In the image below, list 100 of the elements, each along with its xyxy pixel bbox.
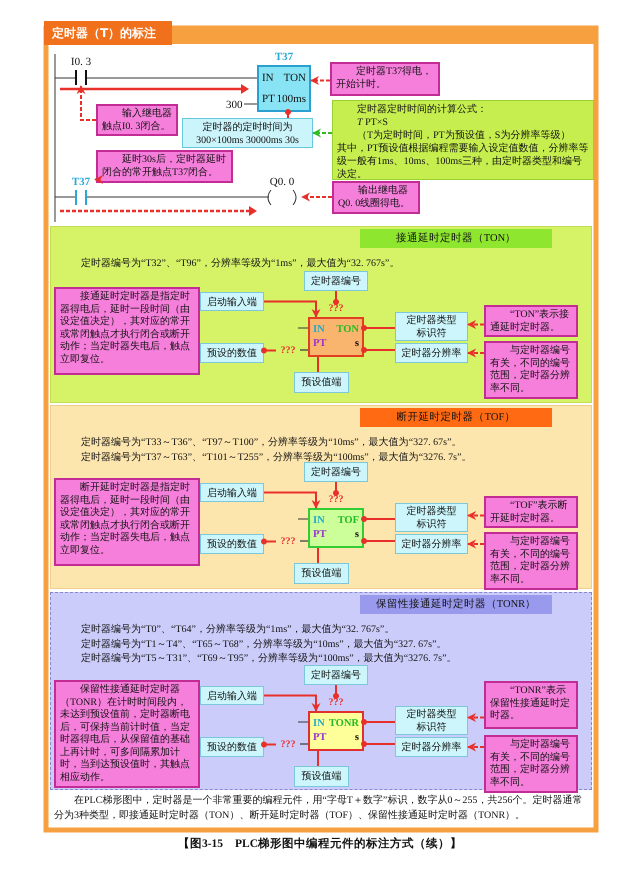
label-box: 启动输入端 [200,686,264,705]
connector-line [261,538,276,544]
port-label: IN [313,717,325,731]
section-header: 断开延时定时器（TOF） [360,408,552,427]
placeholder-text: ??? [324,493,348,506]
dashed-arrow [312,128,332,138]
callout-note: “TON”表示接通延时定时器。 [484,305,578,337]
section-panel [50,592,592,790]
placeholder-text: ??? [324,302,348,315]
label-box: 预设值端 [294,372,349,393]
placeholder-text: ??? [276,535,300,548]
coil-label: Q0. 0 [268,176,296,188]
connector-line [333,291,339,305]
label-box: 定时器分辨率 [395,534,468,554]
label-box: 定时器编号 [304,271,368,291]
port-label: IN [313,514,325,528]
callout-note: 与定时器编号有关，不同的编号范围，定时器分辨率不同。 [484,532,578,590]
port-label: 100ms [276,92,306,106]
connector-line [300,540,308,542]
callout-note: 保留性接通延时定时器（TONR）在计时时间段内，未达到预设值前，定时器断电后，可保持当前计时值，当定时器得电后，从保留值的基础上再计时，可多间隔累加计时，当到达预设值时，其触点相应动作。 [54,680,200,788]
port-label: TON [284,71,306,86]
label-box: 定时器类型标识符 [395,503,468,532]
port-label: TONR [328,717,359,731]
label-box: 预设值端 [294,766,349,787]
description-text: 定时器编号为“T1～T4”、“T65～T68”，分辨率等级为“10ms”，最大值为“327. 67s”。 [81,638,447,652]
description-text: 定时器编号为“T33～T36”、“T97～T100”，分辨率等级为“10ms”，最大值为“327. 67s”。 [81,436,462,450]
label-box: 定时器的定时时间为 300×100ms 30000ms 30s [182,118,313,148]
label-box: 定时器分辨率 [395,343,468,363]
callout-note: 断开延时定时器是指定时器得电后，延时一段时间（由设定值决定），其对应的常开或常闭触点才执行闭合或断开动作；当定时器失电后，触点立即复位。 [54,478,200,566]
connector-line [361,538,395,544]
dashed-arrow [467,348,484,358]
label-box: 定时器编号 [304,462,368,482]
section-header: 接通延时定时器（TON） [360,229,552,248]
label-box: 定时器分辨率 [395,737,468,757]
connector-line [361,347,395,353]
connector-line [264,300,320,318]
callout-note: 与定时器编号有关，不同的编号范围，定时器分辨率不同。 [484,341,578,399]
connector-line [361,719,395,725]
value-label: 300 [226,98,242,113]
section-panel [50,405,592,589]
placeholder-text: ??? [276,344,300,357]
port-label: PT [313,528,326,542]
port-label: TON [336,323,359,337]
description-text: 定时器编号为“T5～T31”、“T69～T95”，分辨率等级为“100ms”，最大值为“3276. 7s”。 [81,652,457,666]
connector-line [317,357,319,372]
contact-label: T37 [70,176,92,188]
dashed-arrow [310,76,330,85]
connector-line [361,325,395,331]
label-box: 定时器类型标识符 [395,706,468,735]
connector-line [317,751,319,766]
connector-line [300,743,308,745]
callout-note: 输入继电器触点I0. 3闭合。 [96,104,178,136]
body-paragraph: 在PLC梯形图中，定时器是一个非常重要的编程元件，用“字母T＋数字”标识，数字从0～255，共256个。定时器通常分为3种类型，即接通延时定时器（TON）、断开延时定时器（TOF）、保留性接通延时定时器（TONR）。 [54,794,584,822]
dashed-arrow [467,320,484,329]
callout-note: “TOF”表示断开延时定时器。 [484,496,578,528]
connector-line [264,492,320,509]
label-box: 定时器编号 [304,665,368,685]
port-label: PT [313,731,326,745]
port-label: s [354,731,359,745]
connector-line [261,348,276,354]
description-text: 定时器编号为“T0”、“T64”，分辨率等级为“1ms”，最大值为“32. 767s”。 [81,623,394,637]
port-label: IN [313,323,325,337]
placeholder-text: ??? [276,738,300,751]
port-label: PT [313,337,326,351]
formula-text: （T为定时时间，PT为预设值，S为分辨率等级） [356,129,572,142]
timer-block [308,508,364,548]
label-box: 预设的数值 [200,737,264,757]
formula-text: 定时器定时时间的计算公式： [356,103,488,116]
dashed-arrow [467,742,484,752]
connector-line [300,349,308,351]
formula-note [332,100,594,180]
timer-name: T37 [274,50,294,64]
label-box: 预设值端 [294,563,349,584]
label-box: 启动输入端 [200,292,264,311]
connector-line [361,741,395,747]
label-box: 定时器类型标识符 [395,312,468,341]
placeholder-text: ??? [324,696,348,709]
callout-note: 延时30s后，定时器延时闭合的常开触点T37闭合。 [96,150,233,183]
dashed-arrow [76,85,96,121]
description-text: 定时器编号为“T32”、“T96”，分辨率等级为“1ms”，最大值为“32. 767s”。 [81,257,400,271]
port-label: IN [262,71,274,86]
dashed-arrow [94,175,104,184]
description-text: 定时器编号为“T37～T63”、“T101～T255”，分辨率等级为“100ms”，最大值为“3276. 7s”。 [81,450,472,464]
dashed-arrow [467,540,484,548]
connector-line [361,516,395,522]
label-box: 预设的数值 [200,534,264,554]
connector-line [264,694,320,712]
port-label: TOF [338,514,359,528]
title-tab: 定时器（T）的标注 [44,21,172,45]
connector-line [333,482,339,496]
dashed-arrow [301,192,332,202]
label-box: 预设的数值 [200,343,264,363]
label-box: 启动输入端 [200,483,264,502]
callout-note: 定时器T37得电，开始计时。 [330,62,440,96]
formula-text: T PT×S [356,116,389,129]
connector-line [333,685,339,699]
dashed-arrow [467,713,484,722]
callout-note: 输出继电器Q0. 0线圈得电。 [332,181,420,214]
section-header: 保留性接通延时定时器（TONR） [360,595,552,614]
callout-note: 与定时器编号有关，不同的编号范围，定时器分辨率不同。 [484,735,578,793]
